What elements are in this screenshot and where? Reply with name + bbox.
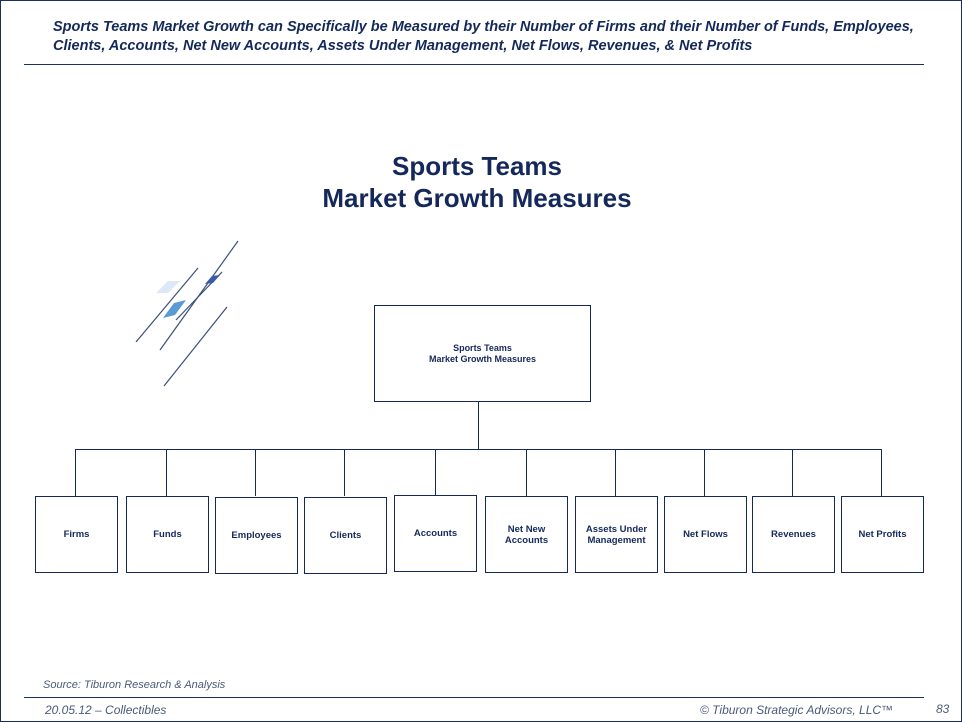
logo-diamond-mid <box>163 300 186 318</box>
source-note: Source: Tiburon Research & Analysis <box>43 679 226 691</box>
logo-diamond-dark <box>205 275 220 284</box>
child-connector <box>881 449 882 496</box>
child-node-label: Employees <box>231 530 282 541</box>
footer-copyright: © Tiburon Strategic Advisors, LLC™ <box>700 703 894 717</box>
child-node-revenues[interactable]: Revenues <box>752 496 835 573</box>
child-node-label-2: Accounts <box>504 534 549 546</box>
child-node-firms[interactable]: Firms <box>35 496 118 573</box>
child-node-net-flows[interactable]: Net Flows <box>664 496 747 573</box>
root-node[interactable]: Sports Teams Market Growth Measures <box>374 305 591 402</box>
page-number: 83 <box>936 702 950 716</box>
footer-date: 20.05.12 – Collectibles <box>45 703 167 717</box>
child-connector <box>792 449 793 496</box>
child-node-label: Clients <box>329 530 362 541</box>
child-node-label: Revenues <box>771 529 816 540</box>
header-divider <box>24 64 924 65</box>
child-node-employees[interactable]: Employees <box>215 497 298 574</box>
child-node-assets-under-management[interactable]: Assets Under Management <box>575 496 658 573</box>
child-connector <box>344 449 345 496</box>
diagram-title-line2: Market Growth Measures <box>322 183 632 213</box>
child-connector <box>704 449 705 496</box>
child-node-net-new-accounts[interactable]: Net New Accounts <box>485 496 568 573</box>
root-node-line2: Market Growth Measures <box>428 353 537 364</box>
child-node-label-2: Management <box>587 534 646 546</box>
child-node-label: Net Profits <box>858 529 907 540</box>
diagonal-lines-logo-icon <box>135 240 239 387</box>
child-connector <box>166 449 167 496</box>
root-node-line1: Sports Teams <box>453 342 512 353</box>
horizontal-connector <box>75 449 882 450</box>
child-node-accounts[interactable]: Accounts <box>394 495 477 572</box>
child-node-label: Accounts <box>413 528 458 539</box>
child-connector <box>255 449 256 496</box>
child-node-net-profits[interactable]: Net Profits <box>841 496 924 573</box>
child-node-label: Assets Under <box>585 523 648 535</box>
footer-divider <box>24 697 924 698</box>
logo-diamond-light <box>156 281 180 293</box>
slide-header-title: Sports Teams Market Growth can Specifica… <box>53 19 914 54</box>
child-connector <box>75 449 76 496</box>
child-connector <box>526 449 527 496</box>
child-connector <box>435 449 436 496</box>
child-node-label: Net New <box>507 523 546 535</box>
child-node-label: Net Flows <box>683 529 728 540</box>
diagram-title: Sports Teams Market Growth Measures <box>0 150 954 214</box>
diagram-title-line1: Sports Teams <box>391 151 562 181</box>
child-node-label: Funds <box>153 529 182 540</box>
child-node-funds[interactable]: Funds <box>126 496 209 573</box>
child-node-label: Firms <box>63 529 90 540</box>
logo-line <box>135 267 199 343</box>
child-node-clients[interactable]: Clients <box>304 497 387 574</box>
root-connector <box>478 402 479 449</box>
logo-line <box>163 306 228 387</box>
child-connector <box>615 449 616 496</box>
